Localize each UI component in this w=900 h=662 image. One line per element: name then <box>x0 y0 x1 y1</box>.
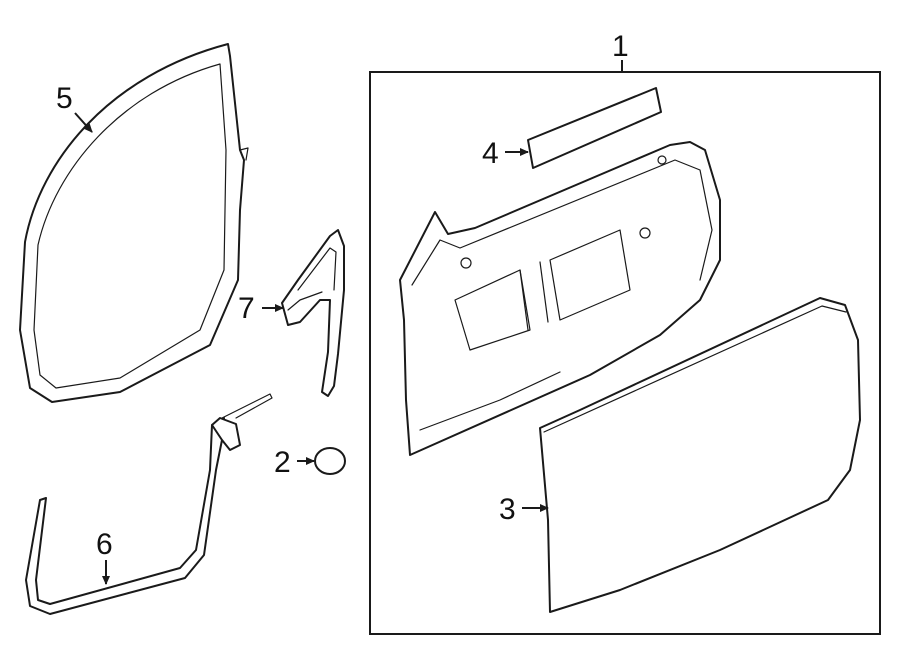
assembly-box <box>369 71 881 635</box>
callout-5: 5 <box>56 82 73 115</box>
door-inner-panel <box>399 141 721 456</box>
callout-4: 4 <box>482 137 499 170</box>
part-5-weatherstrip <box>19 43 249 403</box>
part-4-label <box>527 87 662 169</box>
part-6-lower-seal <box>25 393 273 615</box>
callout-7: 7 <box>238 292 255 325</box>
part-2-plug <box>314 447 346 475</box>
part-7-glass-channel <box>281 229 345 397</box>
callout-3: 3 <box>499 493 516 526</box>
part-3-outer-skin <box>539 297 861 613</box>
leader-5 <box>74 112 93 133</box>
callout-2: 2 <box>274 446 291 479</box>
callout-6: 6 <box>96 528 113 561</box>
callout-1: 1 <box>612 30 629 63</box>
